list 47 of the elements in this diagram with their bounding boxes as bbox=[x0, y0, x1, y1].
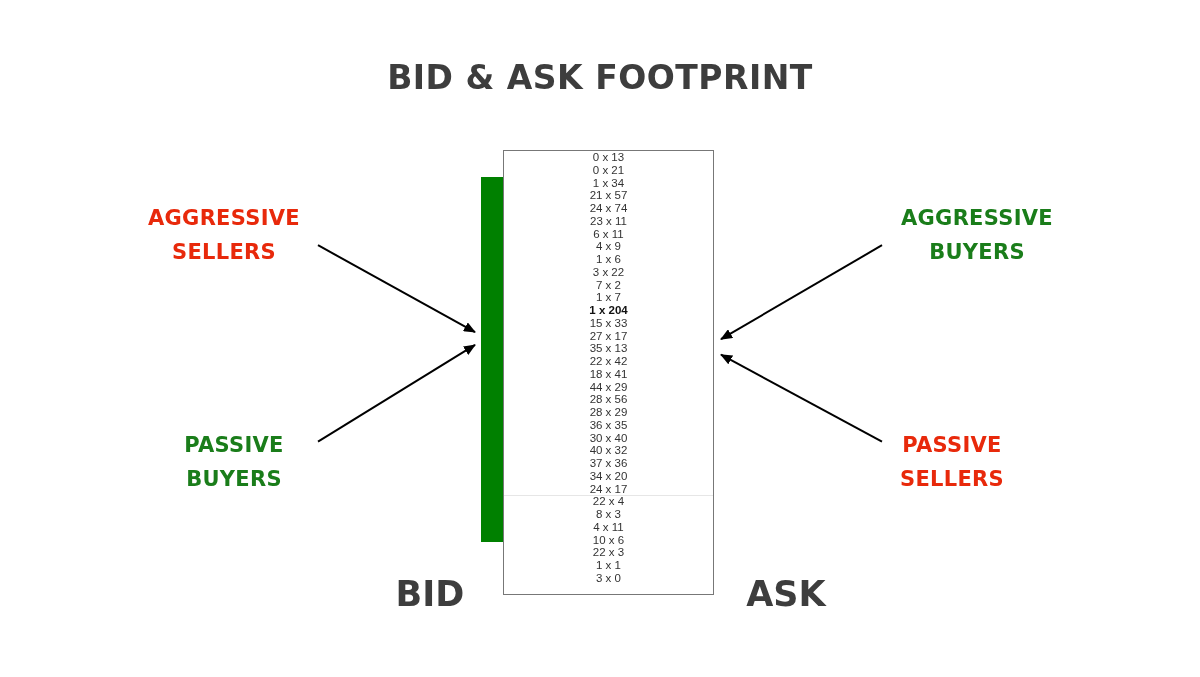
volume-row: 15 x 33 bbox=[589, 316, 628, 330]
volume-bar bbox=[481, 177, 503, 542]
volume-row: 3 x 22 bbox=[592, 265, 625, 279]
volume-row: 40 x 32 bbox=[589, 444, 628, 457]
volume-row: 30 x 40 bbox=[589, 431, 628, 445]
arrow bbox=[720, 244, 883, 341]
volume-row: 3 x 0 bbox=[596, 571, 621, 585]
volume-row: 37 x 36 bbox=[589, 457, 628, 470]
volume-row: 0 x 21 bbox=[592, 163, 625, 177]
volume-row: 10 x 6 bbox=[592, 533, 625, 547]
volume-row: 44 x 29 bbox=[589, 380, 628, 394]
arrow bbox=[720, 353, 883, 443]
axis-side-label: BID bbox=[394, 574, 466, 614]
volume-row: 28 x 29 bbox=[589, 406, 628, 419]
arrow bbox=[317, 343, 476, 443]
participant-label: AGGRESSIVE BUYERS bbox=[900, 205, 1054, 266]
volume-row: 34 x 20 bbox=[589, 469, 628, 483]
axis-side-label: ASK bbox=[745, 574, 828, 614]
participant-label: PASSIVE SELLERS bbox=[899, 432, 1005, 493]
volume-row: 4 x 9 bbox=[596, 240, 621, 253]
volume-row: 21 x 57 bbox=[589, 189, 628, 202]
volume-row: 22 x 4 bbox=[592, 496, 625, 508]
volume-row: 7 x 2 bbox=[596, 278, 621, 292]
arrow bbox=[317, 244, 476, 334]
volume-row: 6 x 11 bbox=[593, 227, 624, 241]
volume-row: 23 x 11 bbox=[590, 214, 627, 228]
volume-row: 22 x 42 bbox=[589, 355, 628, 368]
volume-row: 4 x 11 bbox=[593, 520, 624, 534]
volume-row: 1 x 204 bbox=[589, 304, 628, 317]
volume-row: 28 x 56 bbox=[589, 393, 628, 406]
participant-label: AGGRESSIVE SELLERS bbox=[147, 205, 301, 266]
volume-row: 22 x 3 bbox=[592, 546, 625, 559]
volume-row: 8 x 3 bbox=[596, 508, 621, 521]
participant-label: PASSIVE BUYERS bbox=[183, 432, 285, 493]
volume-row: 24 x 74 bbox=[589, 202, 628, 215]
volume-row: 0 x 13 bbox=[592, 151, 625, 164]
volume-row: 36 x 35 bbox=[589, 418, 628, 432]
volume-row: 1 x 7 bbox=[596, 291, 621, 304]
volume-row: 1 x 1 bbox=[596, 559, 621, 572]
title: BID & ASK FOOTPRINT bbox=[386, 58, 814, 97]
footprint-ladder bbox=[503, 150, 714, 595]
volume-row: 27 x 17 bbox=[589, 329, 628, 343]
volume-row: 35 x 13 bbox=[589, 342, 628, 355]
volume-row: 24 x 17 bbox=[589, 482, 628, 496]
volume-row: 18 x 41 bbox=[589, 367, 628, 381]
volume-row: 1 x 6 bbox=[596, 253, 621, 266]
volume-row: 1 x 34 bbox=[592, 176, 625, 190]
